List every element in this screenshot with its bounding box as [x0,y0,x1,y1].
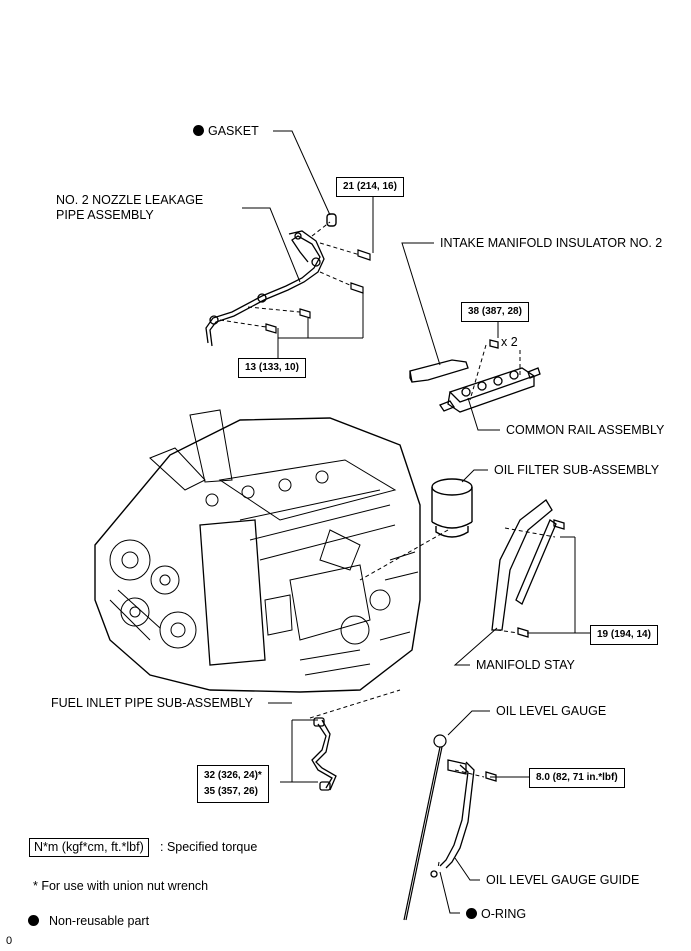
non-reusable-dot-icon [28,915,39,926]
fuel-inlet-pipe-drawing [311,717,337,791]
legend-non-reusable-text: Non-reusable part [49,914,150,928]
torque-spec-21: 21 (214, 16) [336,177,404,197]
torque-spec-32: 32 (326, 24)* [204,770,262,781]
gasket-label: GASKET [193,124,259,139]
leader-lines [242,130,590,914]
o-ring-label: O-RING [466,907,526,922]
intake-insulator-label: INTAKE MANIFOLD INSULATOR NO. 2 [440,236,663,250]
oil-filter-label: OIL FILTER SUB-ASSEMBLY [494,463,660,477]
gasket-label-text: GASKET [208,124,259,138]
manifold-stay-label: MANIFOLD STAY [476,658,575,672]
torque-spec-8: 8.0 (82, 71 in.*lbf) [529,768,625,788]
torque-spec-13: 13 (133, 10) [238,358,306,378]
oil-level-gauge-guide-label: OIL LEVEL GAUGE GUIDE [486,873,640,887]
common-rail-label: COMMON RAIL ASSEMBLY [506,423,665,437]
gasket-and-bolts-drawing [265,213,371,334]
nozzle-leakage-pipe-drawing [205,230,325,347]
quantity-label: x 2 [501,335,518,349]
o-ring-label-text: O-RING [481,907,527,921]
oil-filter-drawing [431,478,473,538]
non-reusable-dot-icon [466,908,477,919]
torque-spec-19: 19 (194, 14) [590,625,658,645]
oil-level-gauge-drawing [403,734,447,921]
common-rail-drawing [439,339,541,413]
corner-mark: 0 [6,935,13,947]
torque-spec-32-35: 32 (326, 24)* 35 (357, 26) [197,765,269,803]
torque-spec-35: 35 (357, 26) [204,786,258,797]
nozzle-pipe-label: NO. 2 NOZZLE LEAKAGE PIPE ASSEMBLY [56,193,204,222]
non-reusable-dot-icon [193,125,204,136]
legend-non-reusable: Non-reusable part [28,914,149,929]
intake-insulator-drawing [409,359,469,383]
engine-block-drawing [94,409,421,693]
oil-level-gauge-guide-drawing [430,759,497,878]
legend-union-note: * For use with union nut wrench [33,879,209,893]
oil-level-gauge-label: OIL LEVEL GAUGE [496,704,607,718]
dashed-install-paths [219,221,556,869]
legend-torque-box: N*m (kgf*cm, ft.*lbf) [29,838,149,857]
legend-torque-desc: : Specified torque [160,840,258,854]
torque-spec-38: 38 (387, 28) [461,302,529,322]
manifold-stay-drawing [491,499,565,638]
fuel-inlet-pipe-label: FUEL INLET PIPE SUB-ASSEMBLY [51,696,253,710]
